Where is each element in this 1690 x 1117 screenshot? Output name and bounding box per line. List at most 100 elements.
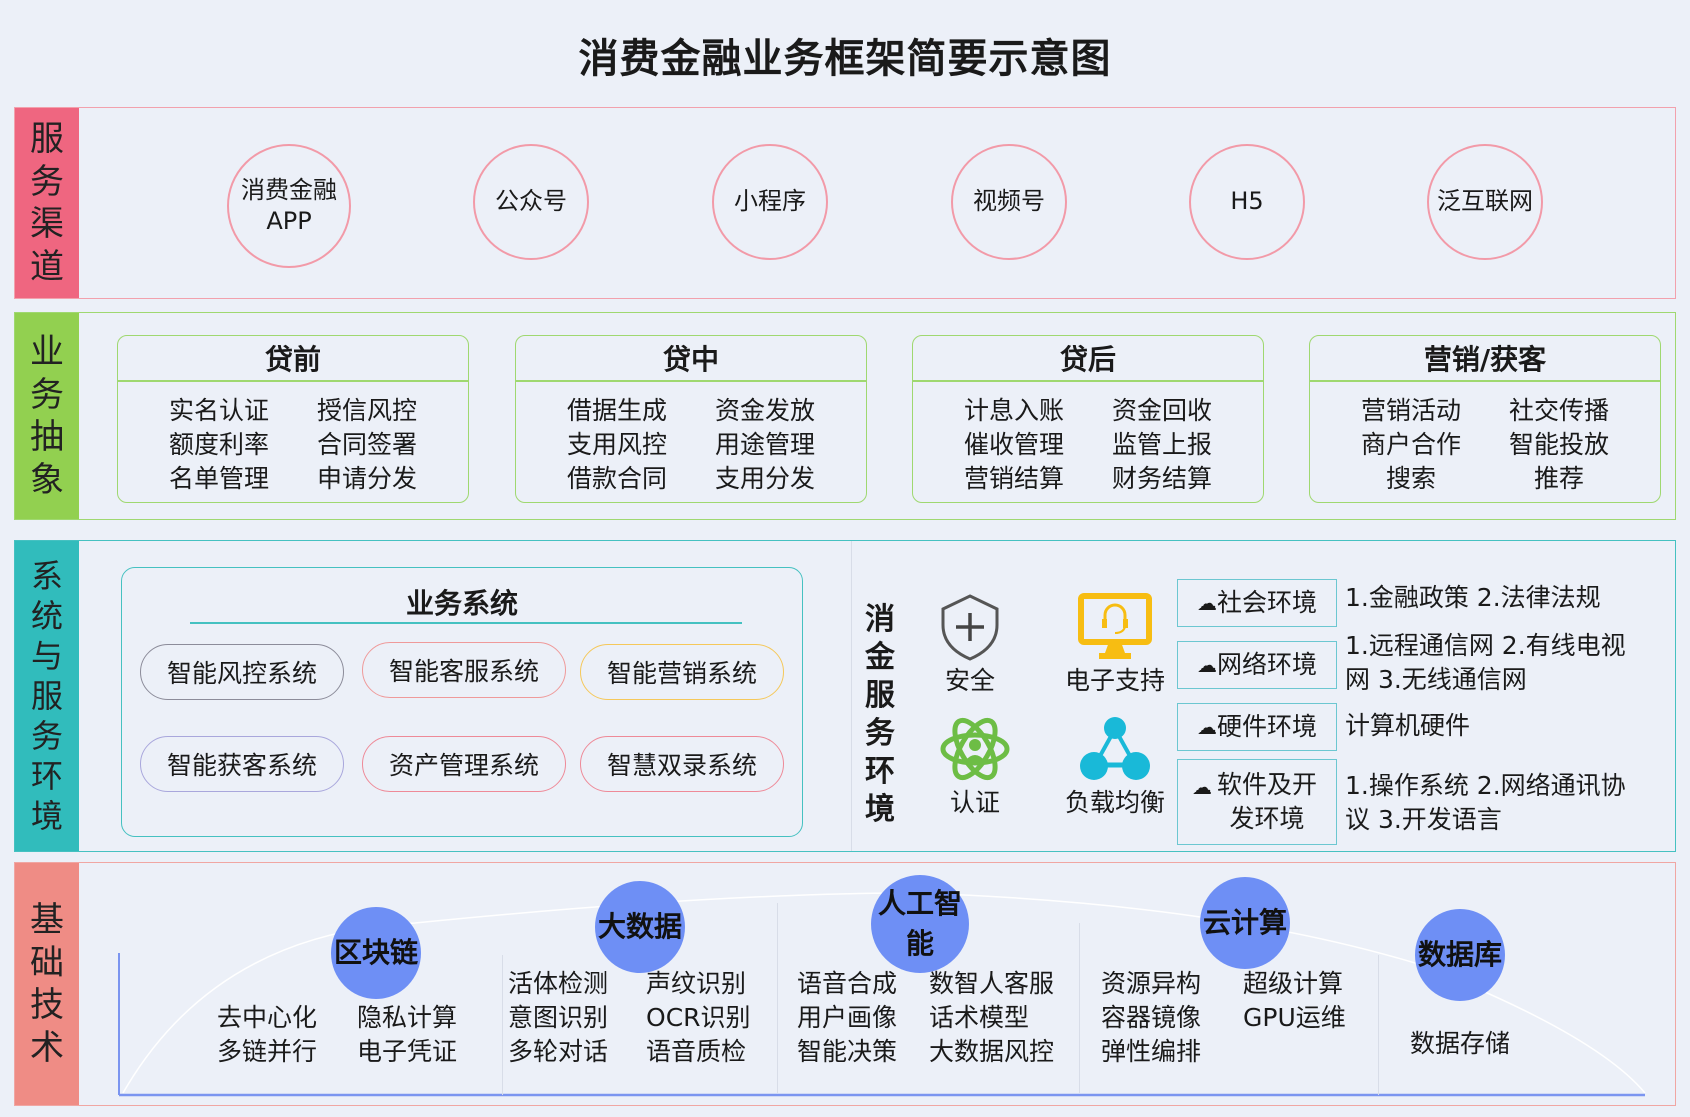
business-item: 借款合同 (566, 464, 667, 493)
tech-item: 资源异构 (1101, 969, 1202, 998)
label-char: 道 (30, 246, 64, 287)
system-customer-acquisition[interactable]: 智能获客系统 (140, 736, 344, 792)
business-systems-title: 业务系统 (405, 587, 518, 620)
label-char: 境 (30, 797, 63, 835)
env-name: 网络环境 (1216, 650, 1317, 679)
label-char: 服 (865, 678, 895, 713)
tech-item: 隐私计算 (357, 1003, 458, 1032)
env-icon-label: 安全 (944, 666, 995, 695)
business-item: 推荐 (1533, 464, 1584, 493)
business-item: 额度利率 (168, 430, 269, 459)
env-description: 1.金融政策 2.法律法规 (1345, 583, 1601, 612)
tech-item: 超级计算 (1243, 969, 1344, 998)
channel-consumer-finance-app[interactable]: 消费金融 APP (227, 144, 351, 268)
network-nodes-icon (1080, 717, 1150, 780)
tech-cloud-computing[interactable]: 云计算 (1200, 877, 1290, 969)
channel-label: 小程序 (734, 187, 806, 216)
env-authentication: 认证 (939, 715, 1011, 819)
label-char: 环 (30, 757, 63, 795)
tech-item: 用户画像 (797, 1003, 898, 1032)
system-dual-recording[interactable]: 智慧双录系统 (580, 736, 784, 792)
title-underline (190, 622, 742, 624)
tech-separator (1079, 923, 1080, 1093)
env-description: 1.操作系统 2.网络通讯协议 3.开发语言 (1345, 771, 1626, 834)
system-asset-management[interactable]: 资产管理系统 (362, 736, 566, 792)
business-item: 借据生成 (566, 396, 667, 425)
tech-items-blockchain: 去中心化 隐私计算 多链并行 电子凭证 (217, 1001, 457, 1069)
system-marketing[interactable]: 智能营销系统 (580, 644, 784, 700)
system-risk-control[interactable]: 智能风控系统 (140, 644, 344, 700)
business-item: 商户合作 (1360, 430, 1461, 459)
channel-label: 视频号 (973, 187, 1045, 216)
env-icon-label: 认证 (949, 788, 1000, 817)
tech-item: 电子凭证 (357, 1037, 458, 1066)
env-electronic-support: 电子支持 (1065, 593, 1165, 697)
env-icon-label: 电子支持 (1065, 666, 1166, 695)
channel-label: 公众号 (495, 187, 567, 216)
channel-official-account[interactable]: 公众号 (473, 144, 589, 260)
tech-items-database: 数据存储 (1410, 1027, 1540, 1061)
label-char: 系 (30, 557, 63, 595)
env-hardware[interactable]: ☁硬件环境 (1177, 703, 1337, 751)
business-item: 授信风控 (316, 396, 417, 425)
env-load-balancing: 负载均衡 (1065, 715, 1165, 819)
tech-item: 智能决策 (797, 1037, 898, 1066)
layer-systems-environment: 系 统 与 服 务 环 境 业务系统 智能风控系统 智能客服系统 智能营销系统 … (14, 540, 1676, 852)
tech-items-big-data: 活体检测 声纹识别 意图识别 OCR识别 多轮对话 语音质检 (508, 967, 751, 1069)
channel-video-account[interactable]: 视频号 (951, 144, 1067, 260)
business-item: 监管上报 (1111, 430, 1212, 459)
business-item: 财务结算 (1111, 464, 1212, 493)
label-char: 与 (30, 637, 63, 675)
tech-database[interactable]: 数据库 (1415, 909, 1505, 1001)
channel-mini-program[interactable]: 小程序 (712, 144, 828, 260)
env-network[interactable]: ☁网络环境 (1177, 641, 1337, 689)
tech-item: 声纹识别 (646, 969, 747, 998)
tech-item: 去中心化 (217, 1003, 318, 1032)
label-char: 象 (30, 459, 64, 500)
label-char: 务 (865, 716, 895, 751)
business-item: 名单管理 (168, 464, 269, 493)
env-name: 社会环境 (1216, 588, 1317, 617)
business-item: 合同签署 (316, 430, 417, 459)
label-char: 统 (30, 597, 63, 635)
label-char: 技 (30, 985, 64, 1025)
env-name: 软件及开发环境 (1216, 770, 1317, 833)
tech-blockchain[interactable]: 区块链 (331, 907, 421, 999)
business-group-pre-loan: 贷前 实名认证 授信风控 额度利率 合同签署 名单管理 申请分发 (117, 335, 469, 503)
layer-label-tech: 基 础 技 术 (15, 863, 79, 1105)
layer-label-business: 业 务 抽 象 (15, 313, 79, 519)
channel-general-internet[interactable]: 泛互联网 (1427, 144, 1543, 260)
business-item: 营销活动 (1360, 396, 1461, 425)
tech-item: 大数据风控 (929, 1037, 1055, 1066)
tech-item: 话术模型 (929, 1003, 1030, 1032)
env-description: 1.远程通信网 2.有线电视网 3.无线通信网 (1345, 631, 1626, 694)
tech-item: 意图识别 (508, 1003, 609, 1032)
tech-separator (1378, 955, 1379, 1095)
label-char: 境 (865, 792, 895, 827)
env-icon-label: 负载均衡 (1065, 788, 1166, 817)
tech-item (1243, 1035, 1346, 1069)
label-char: 环 (865, 754, 895, 789)
business-item: 社交传播 (1508, 396, 1609, 425)
tech-item: 数据存储 (1410, 1029, 1511, 1058)
label-char: 基 (30, 900, 64, 940)
channel-label: 泛互联网 (1437, 187, 1533, 216)
business-group-post-loan: 贷后 计息入账 资金回收 催收管理 监管上报 营销结算 财务结算 (912, 335, 1264, 503)
env-software-dev[interactable]: ☁软件及开发环境 (1177, 759, 1337, 845)
tech-big-data[interactable]: 大数据 (595, 881, 685, 973)
business-item: 申请分发 (316, 464, 417, 493)
tech-ai[interactable]: 人工智能 (871, 875, 969, 973)
system-customer-service[interactable]: 智能客服系统 (362, 642, 566, 698)
cloud-icon: ☁ (1196, 653, 1217, 677)
tech-item: 活体检测 (508, 969, 609, 998)
channel-h5[interactable]: H5 (1189, 144, 1305, 260)
layer-foundational-tech: 基 础 技 术 区块链 大数据 人工智能 云计算 数据库 去中心化 隐私计算 多… (14, 862, 1676, 1106)
env-security: 安全 (939, 593, 1001, 697)
label-char: 服 (30, 677, 63, 715)
group-title: 营销/获客 (1310, 336, 1660, 382)
business-item: 资金发放 (714, 396, 815, 425)
env-description: 计算机硬件 (1345, 711, 1471, 740)
env-social[interactable]: ☁社会环境 (1177, 579, 1337, 627)
business-item: 计息入账 (963, 396, 1064, 425)
label-char: 务 (30, 161, 64, 202)
